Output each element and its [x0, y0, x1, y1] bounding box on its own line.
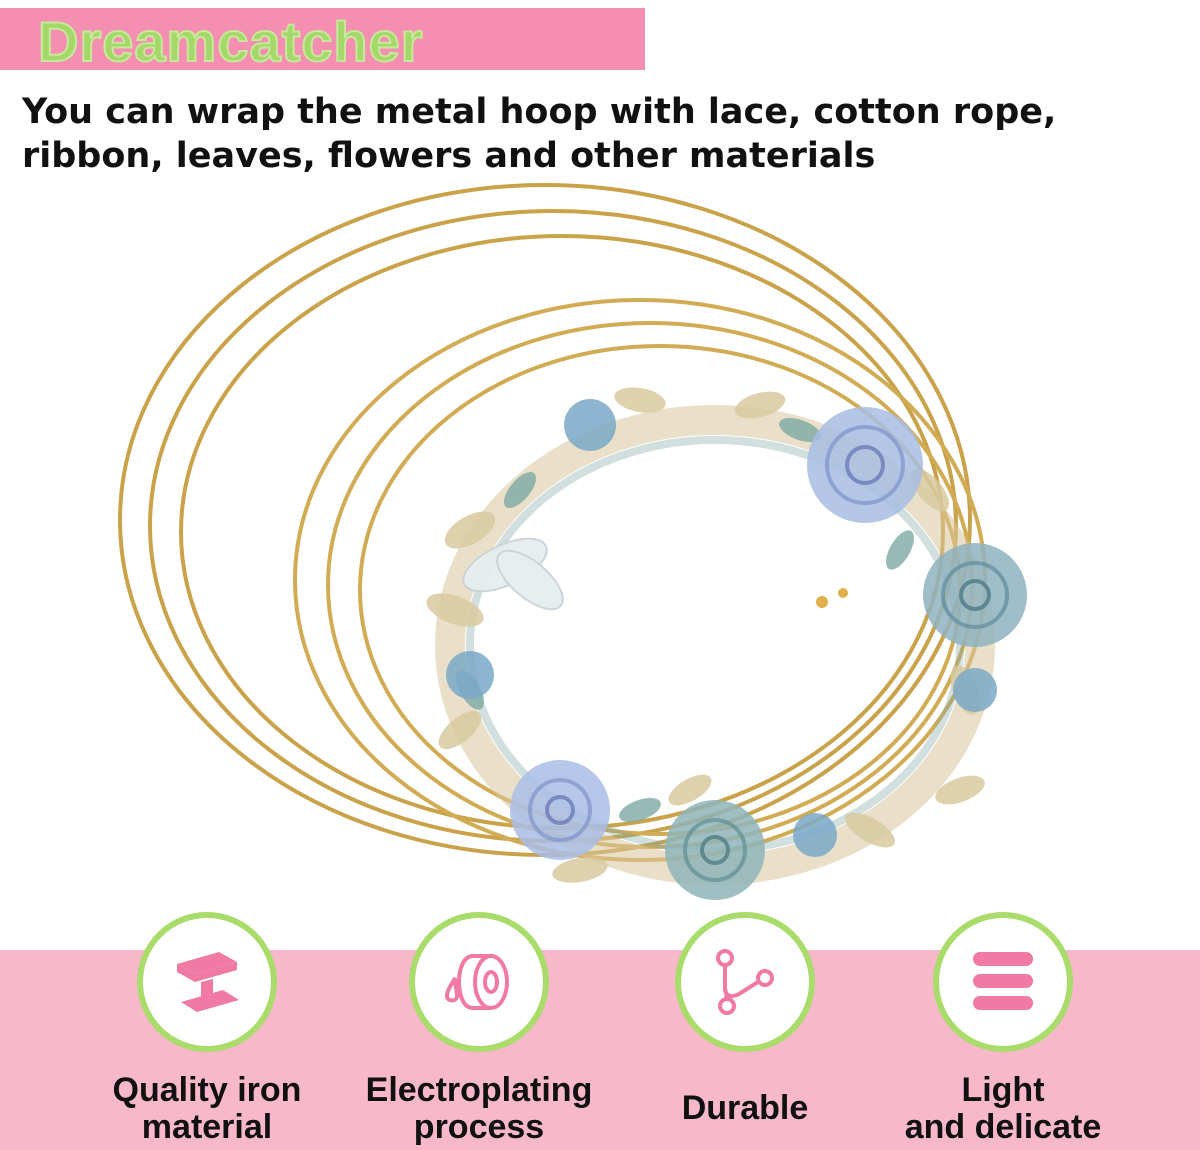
iron-beam-icon	[177, 952, 239, 1012]
page-subtitle: You can wrap the metal hoop with lace, c…	[22, 92, 1057, 176]
feature-icon-circle	[675, 912, 815, 1052]
feature-label: Quality iron material	[112, 1071, 302, 1146]
rose-bottom	[665, 800, 765, 900]
title-banner: Dreamcatcher	[0, 8, 645, 73]
feature-label: Electroplating process	[365, 1071, 593, 1146]
stacked-layers-icon	[973, 952, 1033, 1010]
floral-wreath	[426, 387, 1027, 900]
feature-light-delicate: Light and delicate	[878, 912, 1128, 1150]
feature-icon-circle	[933, 912, 1073, 1052]
hoops-wreath-illustration	[118, 183, 1027, 900]
gold-hoops-small	[293, 298, 987, 862]
feature-icon-circle	[137, 912, 277, 1052]
feature-label: Light and delicate	[904, 1071, 1102, 1146]
page-title: Dreamcatcher	[37, 10, 424, 73]
feature-durable: Durable	[620, 912, 870, 1150]
rose-right	[923, 543, 1027, 647]
feature-quality-iron: Quality iron material	[82, 912, 332, 1150]
rose-top-right	[807, 407, 923, 523]
durable-nodes-icon	[716, 949, 774, 1015]
feature-icon-circle	[409, 912, 549, 1052]
feature-label: Durable	[681, 1089, 809, 1127]
feature-electroplating: Electroplating process	[354, 912, 604, 1150]
gold-hoops-large	[118, 183, 972, 857]
electroplating-roll-icon	[444, 954, 509, 1010]
rose-bottom-left	[510, 760, 610, 860]
